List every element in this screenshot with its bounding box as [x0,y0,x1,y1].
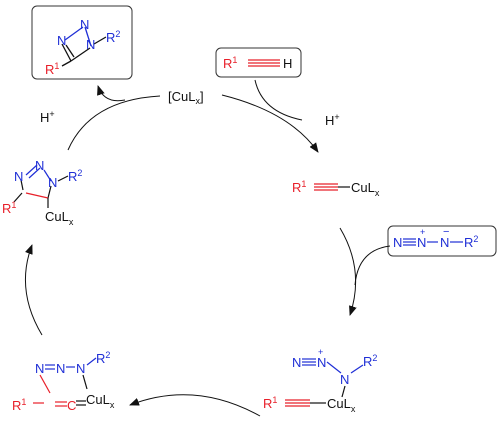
complex-CuLx: CuLx [327,396,356,414]
arrow-triazolide-to-catalyst [67,95,161,151]
triazolide-R1: R1 [2,200,16,216]
complex-N-central: N [317,355,326,370]
triazolide-R2: R2 [68,168,82,184]
product-R1: R1 [45,61,59,77]
arrow-metallacycle-to-triazolide [24,244,43,336]
copper-metallacycle: N N N R2 R1 C CuLx [12,350,115,413]
product-box [31,5,133,80]
complex-N-terminal: N [292,355,301,370]
metallacycle-N-left: N [35,361,44,376]
complex-R2: R2 [363,353,377,369]
alkyne-R1: R1 [223,55,237,71]
triazolide-N3: N [14,169,23,184]
arrow-product-out [97,85,126,102]
triazolide-N1: N [48,175,57,190]
cycle-arrows [24,79,391,417]
arrow-alkyne-in [254,79,303,121]
metallacycle-R2: R2 [96,350,110,366]
complex-N-substituted: N [340,372,349,387]
catalyst-label: [CuLx] [168,89,204,106]
alkyne-H: H [283,56,292,71]
product-N2: N [80,17,89,32]
copper-triazolide: N N N R2 R1 CuLx [2,158,82,227]
azide-R2: R2 [464,234,478,250]
arrow-complex-to-metallacycle [129,394,261,417]
azide-N-central: N [417,235,426,250]
metallacycle-C: C [67,398,76,413]
triazolide-CuLx: CuLx [45,209,74,227]
product-R2: R2 [106,29,120,45]
azide-acetylide-complex: N N + N R2 R1 CuLx [263,347,377,414]
azide-N-substituted: N [440,235,449,250]
acetylide-CuLx: CuLx [351,180,380,198]
azide-minus: − [443,226,449,238]
proton-in: H+ [40,109,55,125]
arrow-acetylide-to-complex [339,227,357,316]
acetylide-R1: R1 [292,179,306,195]
metallacycle-CuLx: CuLx [86,392,115,410]
copper-acetylide: R1 CuLx [292,179,380,198]
complex-plus: + [318,347,323,357]
proton-out: H+ [325,112,340,128]
complex-R1: R1 [263,395,277,411]
metallacycle-N-right: N [76,361,85,376]
product-N1: N [86,37,95,52]
metallacycle-R1: R1 [12,397,26,413]
azide-N-terminal: N [393,235,402,250]
arrow-azide-in [354,245,391,286]
metallacycle-N-mid: N [56,361,65,376]
alkyne-box [215,47,302,78]
alkyne-reagent: R1 H [215,47,302,78]
azide-reagent: N N + N − R2 [387,225,497,257]
arrow-catalyst-to-acetylide [221,94,319,153]
triazolide-N2: N [35,158,44,173]
azide-box [387,225,497,257]
product-N3: N [57,33,66,48]
product-triazole: N N N R2 R1 [31,5,133,80]
azide-plus: + [420,227,425,237]
